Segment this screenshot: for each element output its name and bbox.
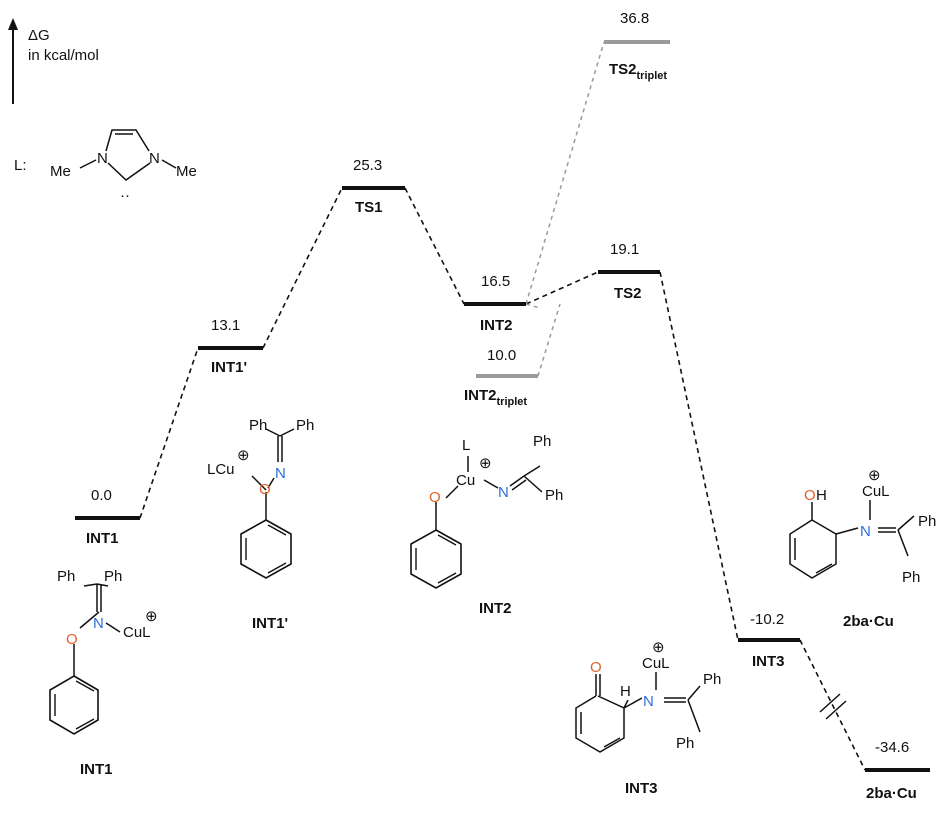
int1p-n: N <box>275 465 286 482</box>
int2-l: L <box>462 437 470 454</box>
energy-levels: 0.0 INT1 13.1 INT1' 25.3 TS1 16.5 INT2 1… <box>75 10 930 802</box>
int2-ph1: Ph <box>533 433 551 450</box>
int1-ph1: Ph <box>57 568 75 585</box>
int1p-name: INT1' <box>252 615 288 632</box>
ligand-bonds <box>79 129 177 181</box>
product-charge: ⊕ <box>868 467 881 484</box>
int2-cu: Cu <box>456 472 475 489</box>
ligand-me-right: Me <box>176 163 197 180</box>
product-name: 2ba·Cu <box>843 613 894 630</box>
label-ts2-triplet: TS2triplet <box>609 61 667 82</box>
connector-ts1-int2 <box>404 187 465 305</box>
energy-ts2-triplet: 36.8 <box>620 10 649 27</box>
axis-arrow-head <box>8 18 18 30</box>
label-ts2: TS2 <box>614 285 642 302</box>
energy-ts1: 25.3 <box>353 157 382 174</box>
connector-int1-int1p <box>139 347 199 519</box>
label-int2: INT2 <box>480 317 513 334</box>
connector-int2-ts2 <box>525 271 599 305</box>
int1-o: O <box>66 631 78 648</box>
product-ph2: Ph <box>902 569 920 586</box>
int2-charge: ⊕ <box>479 455 492 472</box>
int1p-ph2: Ph <box>296 417 314 434</box>
int1-charge: ⊕ <box>145 608 158 625</box>
axis-unit: in kcal/mol <box>28 47 99 64</box>
product-o: O <box>804 487 816 504</box>
pathway-connectors <box>139 41 866 771</box>
label-int2-triplet: INT2triplet <box>464 387 527 408</box>
energy-int2: 16.5 <box>481 273 510 290</box>
int1p-o: O <box>259 481 271 498</box>
structure-product: O H N CuL ⊕ Ph Ph 2ba·Cu <box>789 467 936 630</box>
label-ts1: TS1 <box>355 199 383 216</box>
int2-o: O <box>429 489 441 506</box>
int2-n: N <box>498 484 509 501</box>
structure-int2: L Cu ⊕ N O Ph Ph INT2 <box>410 433 563 617</box>
ligand-n-right: N <box>149 150 160 167</box>
connector-int3-product <box>799 639 866 771</box>
connector-ts2-int3 <box>659 271 739 641</box>
product-n: N <box>860 523 871 540</box>
label-int1p: INT1' <box>211 359 247 376</box>
connector-int2-ts2triplet <box>525 41 605 309</box>
energy-ts2: 19.1 <box>610 241 639 258</box>
ligand-me-left: Me <box>50 163 71 180</box>
ligand-structure: L: Me Me N N ·· <box>14 129 197 204</box>
energy-int1p: 13.1 <box>211 317 240 334</box>
energy-axis: ΔG in kcal/mol <box>8 18 99 104</box>
product-cul: CuL <box>862 483 890 500</box>
int1p-charge: ⊕ <box>237 447 250 464</box>
axis-title: ΔG <box>28 27 50 44</box>
int1p-lcu: LCu <box>207 461 235 478</box>
energy-product: -34.6 <box>875 739 909 756</box>
int3-h: H <box>620 683 631 700</box>
structure-int3: O H N CuL ⊕ Ph Ph INT3 <box>575 639 721 797</box>
energy-int2-triplet: 10.0 <box>487 347 516 364</box>
int1-name: INT1 <box>80 761 113 778</box>
ligand-label: L: <box>14 157 27 174</box>
int1-n: N <box>93 615 104 632</box>
int3-charge: ⊕ <box>652 639 665 656</box>
int3-n: N <box>643 693 654 710</box>
int2-ph2: Ph <box>545 487 563 504</box>
int1-cul: CuL <box>123 624 151 641</box>
connector-int2triplet-int2 <box>537 303 561 377</box>
int3-o: O <box>590 659 602 676</box>
structure-int1p: Ph Ph N O LCu ⊕ INT1' <box>207 417 314 632</box>
int3-cul: CuL <box>642 655 670 672</box>
ligand-n-left: N <box>97 150 108 167</box>
energy-int3: -10.2 <box>750 611 784 628</box>
product-ph1: Ph <box>918 513 936 530</box>
axis-break-mark <box>819 693 847 720</box>
ligand-lone-pair: ·· <box>120 187 130 204</box>
label-product: 2ba·Cu <box>866 785 917 802</box>
structure-int1: Ph Ph N O CuL ⊕ INT1 <box>49 568 158 778</box>
int2-name: INT2 <box>479 600 512 617</box>
product-h: H <box>816 487 827 504</box>
label-int1: INT1 <box>86 530 119 547</box>
int1p-ph1: Ph <box>249 417 267 434</box>
energy-int1: 0.0 <box>91 487 112 504</box>
label-int3: INT3 <box>752 653 785 670</box>
connector-int1p-ts1 <box>262 187 343 349</box>
int1-ph2: Ph <box>104 568 122 585</box>
int3-ph1: Ph <box>703 671 721 688</box>
int3-name: INT3 <box>625 780 658 797</box>
int3-ph2: Ph <box>676 735 694 752</box>
